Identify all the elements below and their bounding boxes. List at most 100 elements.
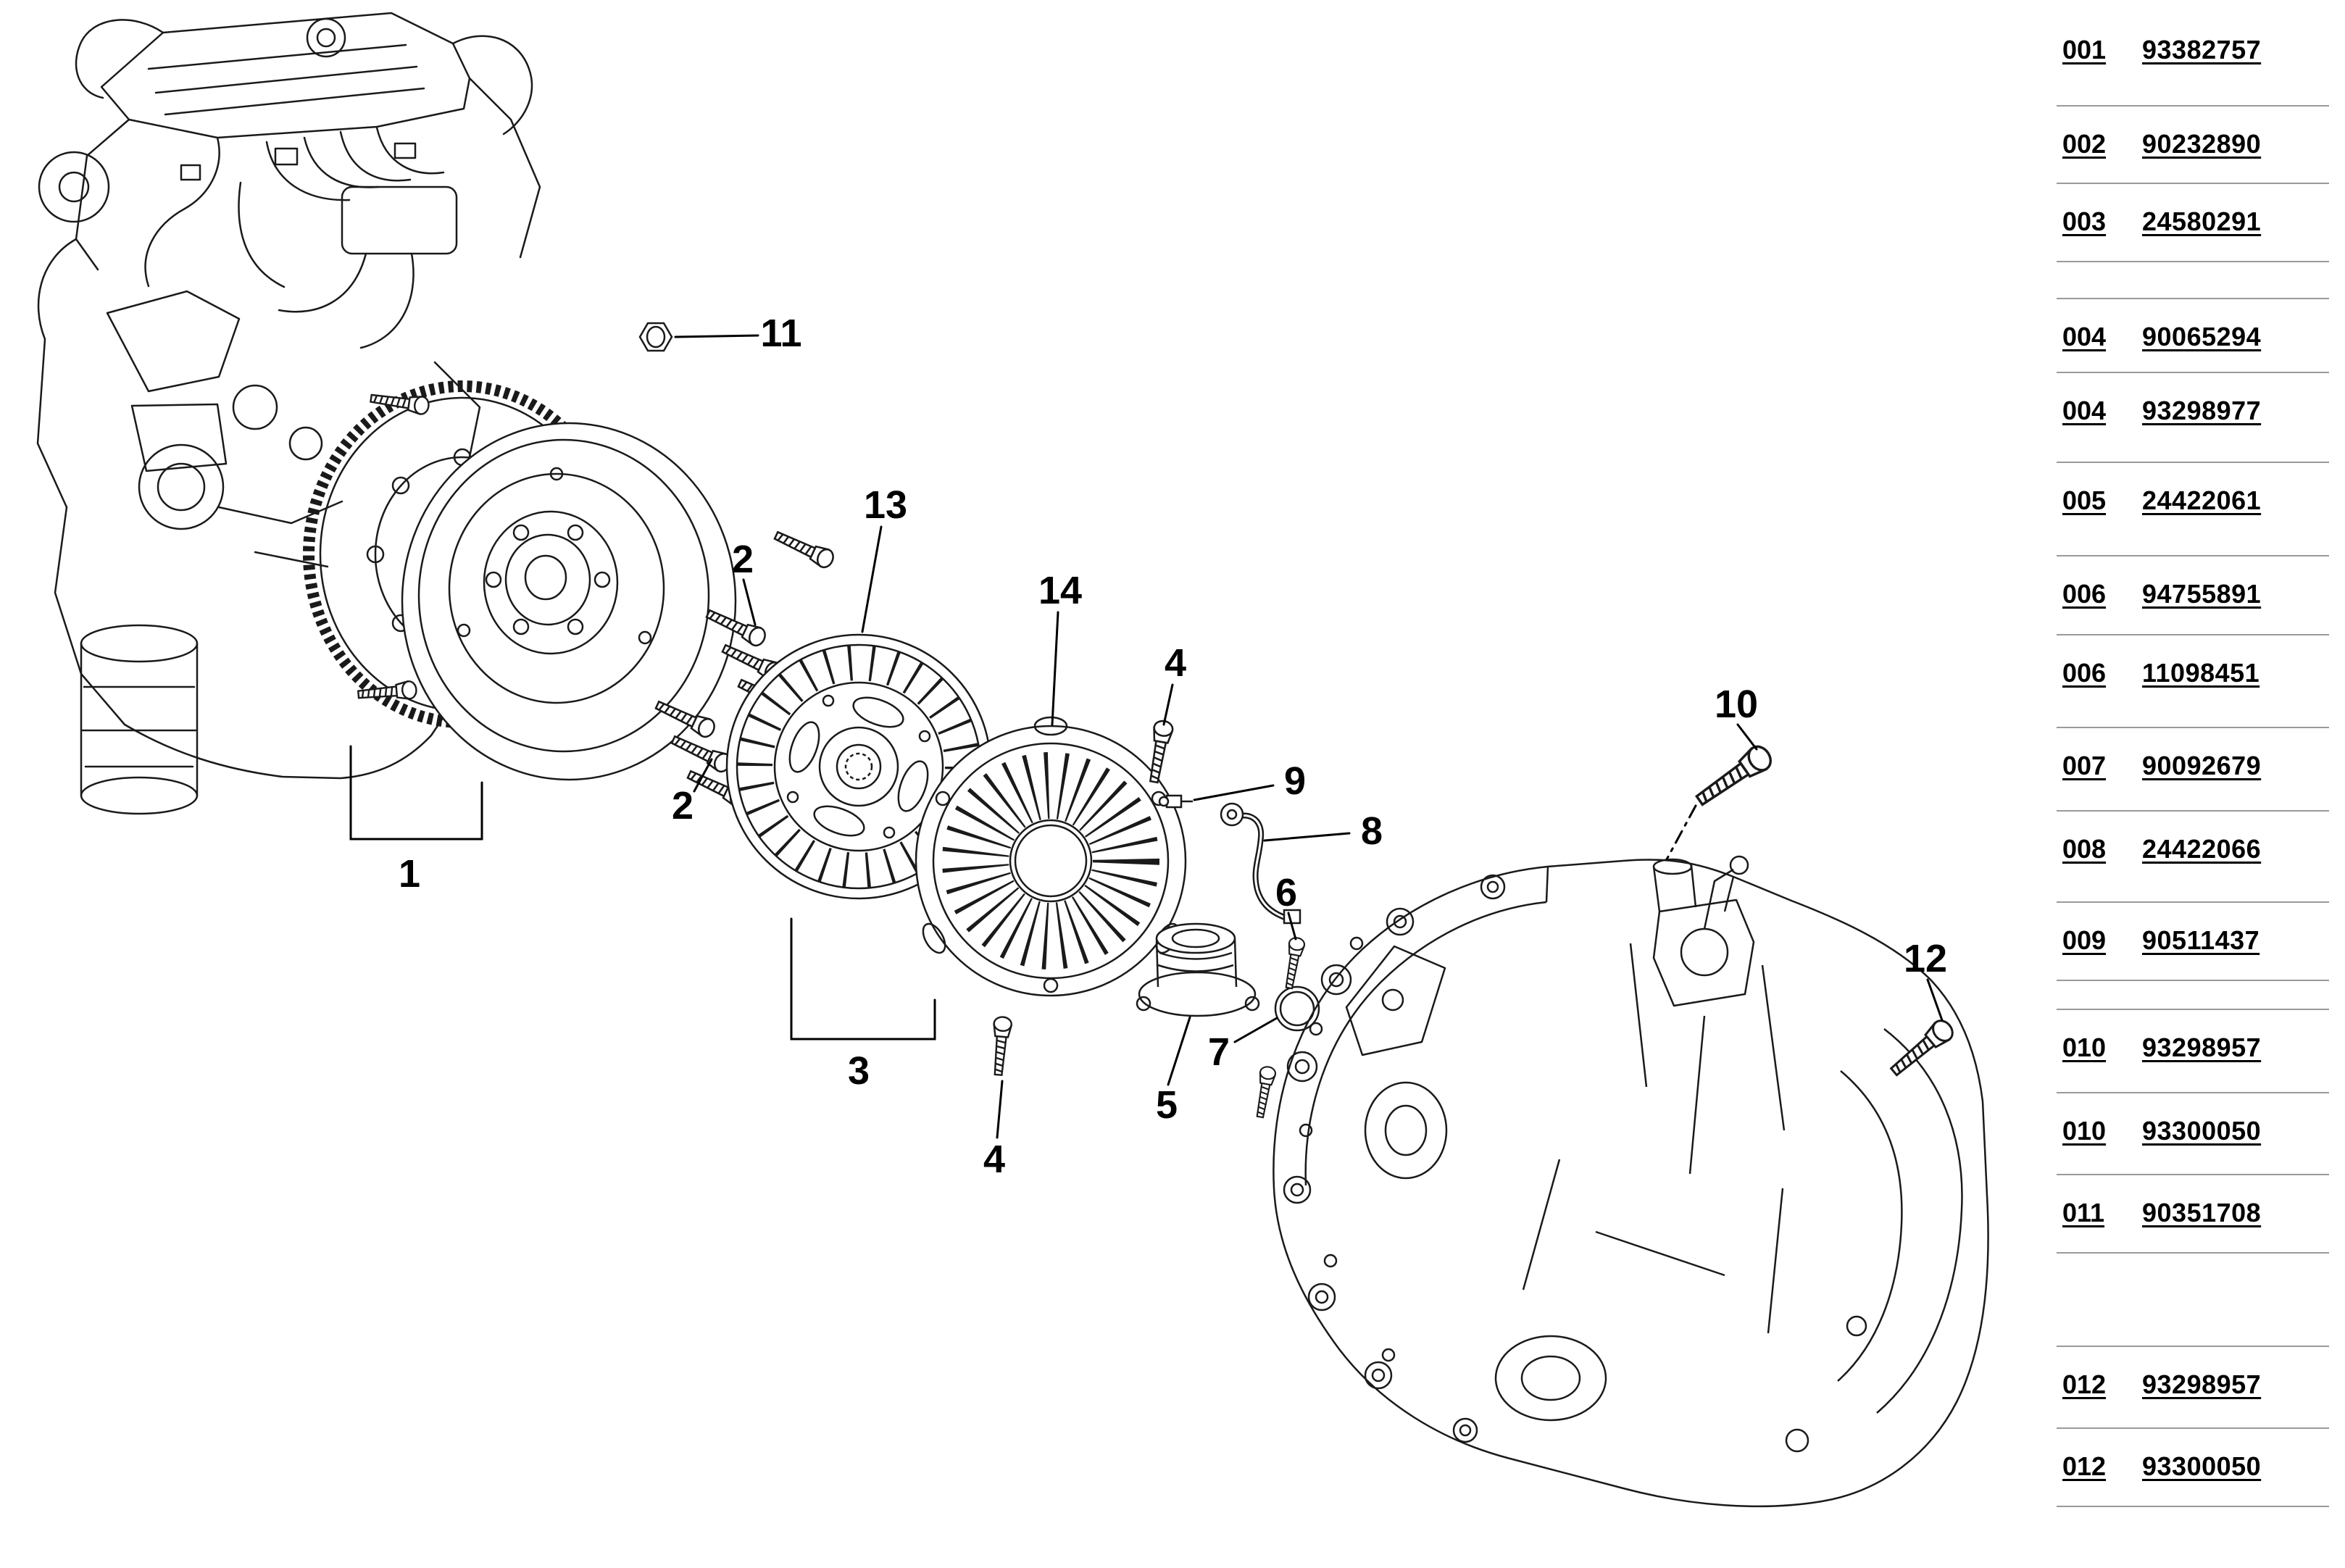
parts-list-row: 010 93300050: [2062, 1116, 2329, 1146]
part-number-link[interactable]: 93300050: [2142, 1116, 2262, 1146]
flywheel-art: [303, 380, 737, 781]
row-divider: [2057, 183, 2329, 184]
parts-list-row: 004 93298977: [2062, 396, 2329, 426]
parts-list-row: 009 90511437: [2062, 925, 2329, 956]
bracket-3: [790, 917, 936, 1041]
part-number-link[interactable]: 90511437: [2142, 925, 2260, 955]
row-divider: [2057, 261, 2329, 262]
callout-1: 1: [398, 852, 421, 896]
bolt-icon: [668, 730, 734, 775]
part-number-link[interactable]: 93382757: [2142, 35, 2262, 64]
part-ref-link[interactable]: 012: [2062, 1451, 2107, 1481]
bolt-icon: [1280, 935, 1307, 991]
callout-10: 10: [1714, 683, 1759, 726]
callout-6: 6: [1275, 871, 1298, 914]
part-number-link[interactable]: 93298977: [2142, 396, 2262, 425]
bolt-icon: [1251, 1064, 1278, 1119]
row-divider: [2057, 298, 2329, 299]
release-bearing-art: [1136, 922, 1260, 1017]
callout-2: 2: [731, 538, 754, 581]
callout-12: 12: [1903, 937, 1948, 980]
parts-list: 001 93382757 002 90232890 003 24580291 004 9006…: [2057, 0, 2332, 1568]
row-divider: [2057, 1092, 2329, 1093]
plug-icon: [638, 322, 673, 352]
callout-8: 8: [1360, 809, 1383, 853]
callout-14: 14: [1038, 569, 1083, 612]
callout-13: 13: [863, 483, 908, 527]
part-number-link[interactable]: 11098451: [2142, 658, 2260, 688]
parts-list-row: 008 24422066: [2062, 834, 2329, 864]
row-divider: [2057, 810, 2329, 812]
part-ref-link[interactable]: 001: [2062, 35, 2107, 64]
callout-9: 9: [1283, 759, 1307, 803]
parts-list-row: 012 93300050: [2062, 1451, 2329, 1482]
part-number-link[interactable]: 90351708: [2142, 1198, 2262, 1227]
part-number-link[interactable]: 24580291: [2142, 207, 2262, 236]
parts-list-row: 002 90232890: [2062, 129, 2329, 159]
row-divider: [2057, 462, 2329, 463]
part-ref-link[interactable]: 008: [2062, 834, 2107, 864]
callout-4: 4: [1164, 641, 1187, 685]
row-divider: [2057, 1427, 2329, 1429]
parts-list-row: 006 11098451: [2062, 658, 2329, 688]
row-divider: [2057, 980, 2329, 981]
part-ref-link[interactable]: 006: [2062, 658, 2107, 688]
bolt-icon: [771, 526, 837, 571]
callout-2: 2: [671, 784, 694, 827]
gearbox-art: [1273, 855, 1989, 1508]
parts-list-row: 010 93298957: [2062, 1033, 2329, 1063]
part-ref-link[interactable]: 006: [2062, 579, 2107, 609]
bolt-icon: [1691, 741, 1777, 812]
callout-4: 4: [983, 1138, 1006, 1181]
part-number-link[interactable]: 93298957: [2142, 1033, 2262, 1062]
row-divider: [2057, 555, 2329, 556]
part-number-link[interactable]: 90065294: [2142, 322, 2262, 351]
part-ref-link[interactable]: 009: [2062, 925, 2107, 955]
part-ref-link[interactable]: 010: [2062, 1116, 2107, 1146]
part-ref-link[interactable]: 002: [2062, 129, 2107, 159]
part-number-link[interactable]: 24422066: [2142, 834, 2262, 864]
row-divider: [2057, 727, 2329, 728]
parts-list-row: 006 94755891: [2062, 579, 2329, 609]
part-number-link[interactable]: 90092679: [2142, 751, 2262, 780]
row-divider: [2057, 372, 2329, 373]
row-divider: [2057, 1506, 2329, 1507]
part-ref-link[interactable]: 010: [2062, 1033, 2107, 1062]
parts-list-row: 003 24580291: [2062, 207, 2329, 237]
bolt-icon: [1886, 1015, 1958, 1082]
parts-list-row: 007 90092679: [2062, 751, 2329, 781]
row-divider: [2057, 1346, 2329, 1347]
part-ref-link[interactable]: 011: [2062, 1198, 2105, 1227]
part-number-link[interactable]: 94755891: [2142, 579, 2262, 609]
row-divider: [2057, 634, 2329, 635]
parts-list-row: 001 93382757: [2062, 35, 2329, 65]
row-divider: [2057, 901, 2329, 903]
row-divider: [2057, 1252, 2329, 1254]
part-ref-link[interactable]: 012: [2062, 1369, 2107, 1399]
callout-5: 5: [1155, 1083, 1178, 1127]
part-number-link[interactable]: 24422061: [2142, 485, 2262, 515]
o-ring-art: [1274, 985, 1320, 1032]
part-number-link[interactable]: 93298957: [2142, 1369, 2262, 1399]
bolt-icon: [988, 1015, 1013, 1077]
part-ref-link[interactable]: 005: [2062, 485, 2107, 515]
part-ref-link[interactable]: 004: [2062, 322, 2107, 351]
row-divider: [2057, 1009, 2329, 1010]
part-number-link[interactable]: 90232890: [2142, 129, 2262, 159]
parts-list-row: 004 90065294: [2062, 322, 2329, 352]
bracket-1: [349, 745, 483, 841]
leader-lines: [349, 334, 1944, 1139]
bleeder-art: [1158, 794, 1193, 809]
part-number-link[interactable]: 93300050: [2142, 1451, 2262, 1481]
callout-3: 3: [847, 1049, 870, 1093]
parts-list-row: 012 93298957: [2062, 1369, 2329, 1400]
callout-11: 11: [760, 312, 802, 355]
part-ref-link[interactable]: 007: [2062, 751, 2107, 780]
part-ref-link[interactable]: 003: [2062, 207, 2107, 236]
part-ref-link[interactable]: 004: [2062, 396, 2107, 425]
parts-list-row: 005 24422061: [2062, 485, 2329, 516]
callout-7: 7: [1207, 1030, 1230, 1074]
